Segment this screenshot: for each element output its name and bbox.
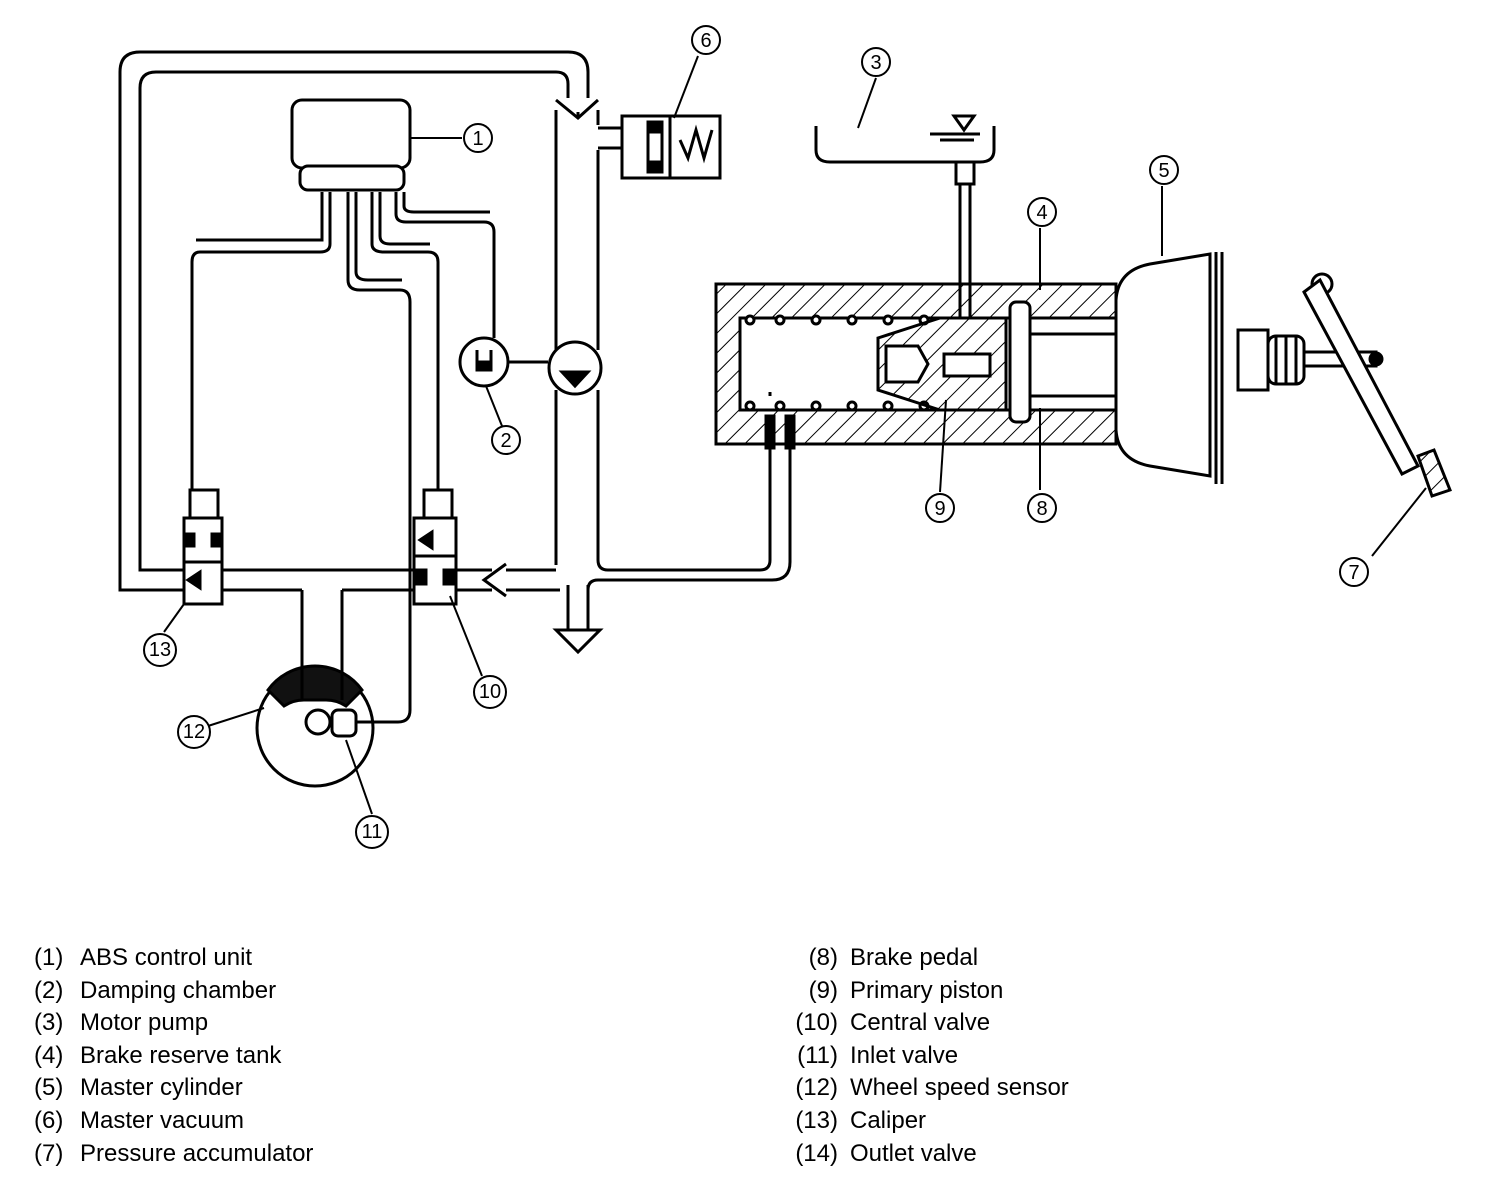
wheel-pipe bbox=[300, 590, 344, 668]
damping-chamber bbox=[458, 336, 548, 388]
legend-number: (10) bbox=[795, 1009, 838, 1037]
legend-number: (9) bbox=[808, 976, 838, 1004]
callout-11: 11 bbox=[355, 815, 389, 849]
legend-label: Wheel speed sensor bbox=[850, 1074, 1069, 1102]
abs-hydraulic-diagram: 1 2 3 4 5 6 7 8 9 10 11 12 13 bbox=[118, 25, 1452, 849]
legend-number: (2) bbox=[34, 976, 64, 1004]
supply-line bbox=[222, 440, 792, 598]
return-line bbox=[118, 50, 590, 592]
brake-booster bbox=[1114, 252, 1384, 484]
abs-control-unit bbox=[290, 98, 412, 192]
callout-13: 13 bbox=[143, 633, 177, 667]
legend-item: (12) Wheel speed sensor bbox=[788, 1072, 1069, 1105]
legend-label: Outlet valve bbox=[850, 1139, 977, 1167]
svg-text:8: 8 bbox=[1036, 498, 1047, 520]
legend-number: (3) bbox=[34, 1009, 64, 1037]
legend-item: (11) Inlet valve bbox=[788, 1040, 1069, 1073]
legend-item: (14) Outlet valve bbox=[788, 1138, 1069, 1171]
pump-riser bbox=[552, 98, 604, 655]
control-wires bbox=[190, 192, 496, 700]
svg-text:9: 9 bbox=[934, 498, 945, 520]
legend-left: (1) ABS control unit (2) Damping chamber (… bbox=[34, 942, 313, 1170]
master-vacuum bbox=[598, 114, 722, 180]
legend-label: Inlet valve bbox=[850, 1041, 959, 1069]
svg-text:12: 12 bbox=[183, 721, 205, 743]
svg-text:5: 5 bbox=[1158, 160, 1169, 182]
callout-7: 7 bbox=[1339, 557, 1369, 587]
legend-label: Primary piston bbox=[850, 976, 1004, 1004]
brake-reservoir bbox=[814, 114, 996, 350]
legend-number: (13) bbox=[795, 1106, 838, 1134]
callout-9: 9 bbox=[925, 493, 955, 523]
legend-label: Master cylinder bbox=[80, 1074, 243, 1102]
legend-label: Brake reserve tank bbox=[80, 1041, 282, 1069]
legend-item: (1) ABS control unit bbox=[34, 942, 313, 975]
legend-label: Master vacuum bbox=[80, 1106, 245, 1134]
brake-pedal-lever bbox=[1302, 272, 1452, 498]
legend-item: (9) Primary piston bbox=[788, 975, 1069, 1008]
svg-text:7: 7 bbox=[1348, 562, 1359, 584]
callout-2: 2 bbox=[491, 425, 521, 455]
master-cylinder-body bbox=[714, 282, 1118, 450]
legend-item: (7) Pressure accumulator bbox=[34, 1138, 313, 1171]
central-valve bbox=[412, 488, 458, 606]
legend-item: (5) Master cylinder bbox=[34, 1072, 313, 1105]
callout-1: 1 bbox=[463, 123, 493, 153]
legend-number: (14) bbox=[795, 1139, 838, 1167]
legend-item: (8) Brake pedal bbox=[788, 942, 1069, 975]
legend-right: (8) Brake pedal (9) Primary piston (10) Cen… bbox=[788, 942, 1069, 1171]
legend-number: (12) bbox=[795, 1074, 838, 1102]
caliper-valve bbox=[182, 488, 224, 606]
svg-text:10: 10 bbox=[479, 681, 501, 703]
legend-item: (10) Central valve bbox=[788, 1007, 1069, 1040]
wheel-disc bbox=[255, 664, 412, 788]
legend-number: (8) bbox=[808, 944, 838, 971]
legend-number: (5) bbox=[34, 1074, 64, 1102]
svg-text:13: 13 bbox=[149, 639, 171, 661]
svg-text:1: 1 bbox=[472, 128, 483, 150]
legend-item: (6) Master vacuum bbox=[34, 1105, 313, 1138]
legend-item: (3) Motor pump bbox=[34, 1007, 313, 1040]
legend-label: Damping chamber bbox=[80, 976, 277, 1004]
legend-number: (6) bbox=[34, 1106, 64, 1134]
legend-label: ABS control unit bbox=[80, 944, 253, 971]
legend-number: (4) bbox=[34, 1041, 64, 1069]
legend-number: (7) bbox=[34, 1139, 64, 1167]
leader-lines bbox=[163, 55, 1427, 815]
svg-text:11: 11 bbox=[362, 821, 383, 843]
legend-label: Motor pump bbox=[80, 1009, 209, 1037]
legend-item: (2) Damping chamber bbox=[34, 975, 313, 1008]
svg-text:4: 4 bbox=[1036, 202, 1047, 224]
legend-number: (1) bbox=[34, 944, 64, 971]
motor-pump-circle bbox=[547, 340, 603, 396]
callout-4: 4 bbox=[1027, 197, 1057, 227]
callout-12: 12 bbox=[177, 715, 211, 749]
legend-number: (11) bbox=[797, 1041, 838, 1069]
callout-10: 10 bbox=[473, 675, 507, 709]
legend-label: Brake pedal bbox=[850, 944, 979, 971]
svg-text:3: 3 bbox=[870, 52, 881, 74]
legend-label: Central valve bbox=[850, 1009, 991, 1037]
svg-text:2: 2 bbox=[500, 430, 511, 452]
legend-item: (13) Caliper bbox=[788, 1105, 1069, 1138]
svg-text:6: 6 bbox=[700, 30, 711, 52]
legend-label: Pressure accumulator bbox=[80, 1139, 314, 1167]
callout-5: 5 bbox=[1149, 155, 1179, 185]
callouts: 1 2 3 4 5 6 7 8 9 10 11 12 13 bbox=[143, 25, 1369, 849]
legend-item: (4) Brake reserve tank bbox=[34, 1040, 313, 1073]
callout-8: 8 bbox=[1027, 493, 1057, 523]
legend-label: Caliper bbox=[850, 1106, 927, 1134]
callout-3: 3 bbox=[861, 47, 891, 77]
callout-6: 6 bbox=[691, 25, 721, 55]
